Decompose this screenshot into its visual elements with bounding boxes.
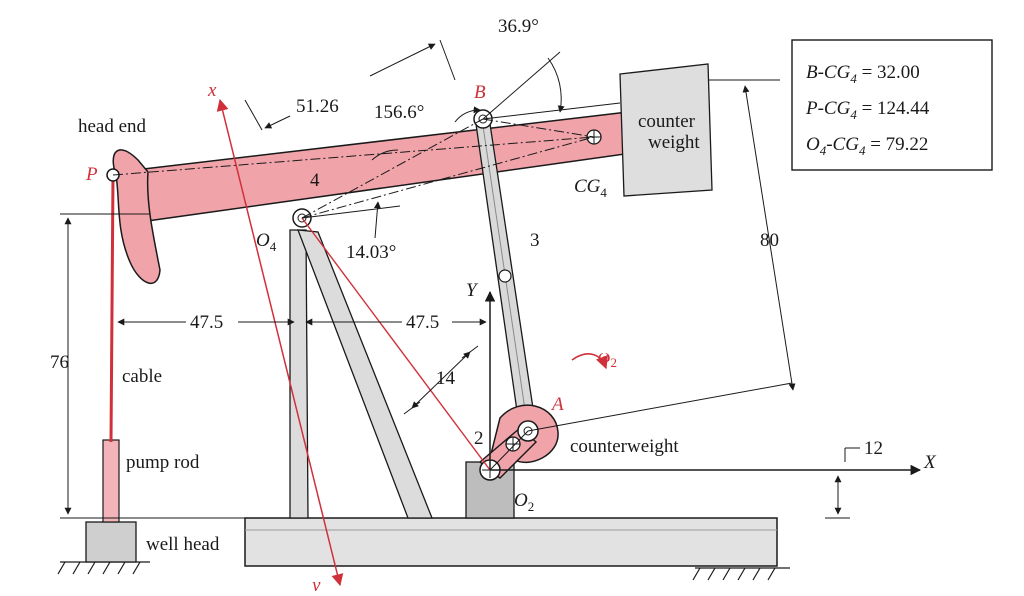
o4-o2-line: [301, 217, 491, 471]
label-link-3: 3: [530, 230, 540, 251]
info-line-o4-cg4: O4-CG4 = 79.22: [806, 134, 928, 158]
omega-arrow: [571, 353, 608, 370]
dim-51-26: 51.26: [296, 96, 339, 117]
dim-36-9: 36.9°: [498, 16, 539, 37]
ground-hatch-left: [57, 561, 150, 575]
label-local-x: x: [207, 80, 217, 101]
construction-lines: [112, 118, 595, 219]
label-o4: O4: [256, 230, 277, 254]
horse-head: [112, 149, 161, 285]
ground-hatch-right: [692, 567, 790, 581]
dim-80: 80: [760, 230, 779, 251]
dim-14-03: 14.03°: [346, 242, 396, 263]
local-x-axis: [216, 98, 344, 587]
inclined-brace: [297, 229, 433, 519]
pin-crank-mid: [505, 436, 521, 452]
info-line-p-cg4: P-CG4 = 124.44: [805, 98, 930, 122]
info-box: [791, 39, 993, 171]
label-global-y: Y: [466, 280, 479, 301]
well-head: [85, 521, 137, 563]
label-counterweight: counterweight: [570, 436, 679, 457]
dim-47-5-left: 47.5: [190, 312, 223, 333]
label-pump-rod: pump rod: [126, 452, 200, 473]
counter-weight-block: [619, 63, 713, 197]
label-counter-weight-2: weight: [648, 132, 700, 153]
dimension-lines: [60, 39, 860, 519]
label-link-2: 2: [474, 428, 484, 449]
dim-12: 12: [864, 438, 883, 459]
dim-156-6: 156.6°: [374, 102, 424, 123]
label-head-end: head end: [78, 116, 147, 137]
pump-rod: [102, 439, 120, 523]
label-cable: cable: [122, 366, 162, 387]
label-p: P: [85, 164, 98, 185]
label-global-x: X: [923, 452, 937, 473]
cable: [109, 174, 115, 443]
dim-47-5-right: 47.5: [406, 312, 439, 333]
label-cg4: CG4: [574, 176, 607, 200]
label-counter-weight-1: counter: [638, 111, 696, 132]
label-well-head: well head: [146, 534, 220, 555]
label-local-y: y: [310, 575, 321, 591]
dim-14: 14: [436, 368, 456, 389]
info-line-b-cg4: B-CG4 = 32.00: [806, 62, 920, 86]
label-o2: O2: [514, 490, 534, 514]
label-link-4: 4: [310, 170, 320, 191]
label-a: A: [550, 394, 564, 415]
samson-post: [289, 229, 309, 519]
label-b: B: [474, 82, 486, 103]
label-omega2: ω2: [598, 346, 617, 370]
dim-76: 76: [50, 352, 69, 373]
